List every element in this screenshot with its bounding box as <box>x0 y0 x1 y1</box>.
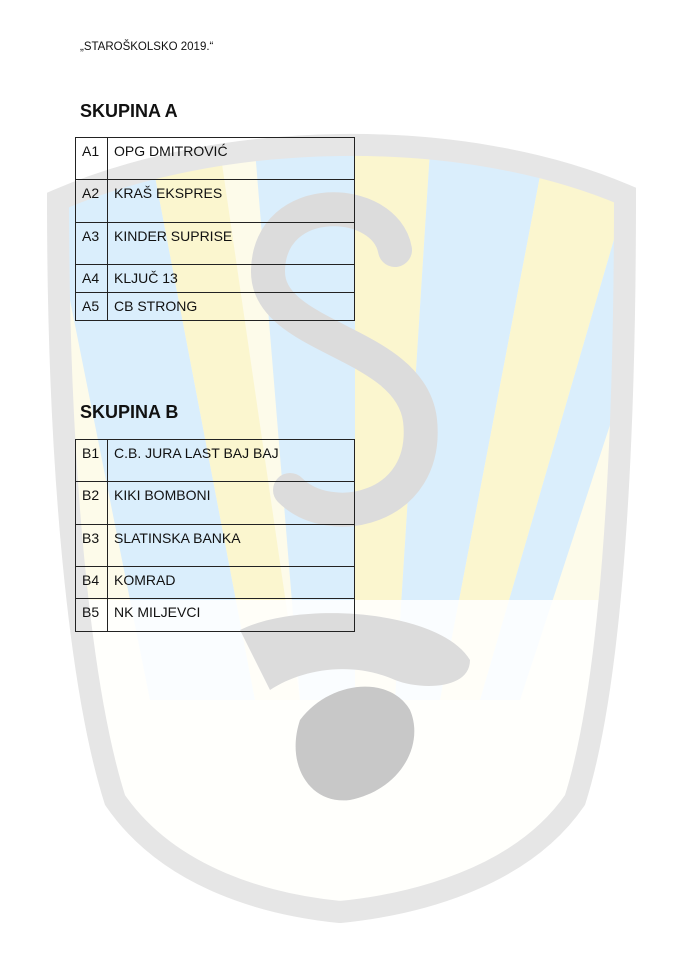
table-row: B1 C.B. JURA LAST BAJ BAJ <box>75 439 355 482</box>
table-row: B5 NK MILJEVCI <box>75 598 355 632</box>
table-row: A1 OPG DMITROVIĆ <box>75 137 355 180</box>
stripe-blue-4 <box>480 150 625 700</box>
group-b-table: B1 C.B. JURA LAST BAJ BAJ B2 KIKI BOMBON… <box>75 439 355 632</box>
team-name: KOMRAD <box>107 566 355 599</box>
group-a-table: A1 OPG DMITROVIĆ A2 KRAŠ EKSPRES A3 KIND… <box>75 137 355 321</box>
stripe-blue-3 <box>395 150 545 700</box>
team-name: KIKI BOMBONI <box>107 481 355 525</box>
team-name: KRAŠ EKSPRES <box>107 179 355 223</box>
stripe-yellow-3 <box>440 150 625 700</box>
ball-top-patch <box>240 613 470 690</box>
team-name: KLJUČ 13 <box>107 264 355 293</box>
shield-outline <box>46 133 637 924</box>
table-row: B3 SLATINSKA BANKA <box>75 524 355 567</box>
team-code: A3 <box>75 222 108 265</box>
team-name: KINDER SUPRISE <box>107 222 355 265</box>
team-code: B1 <box>75 439 108 482</box>
ball-center-patch <box>295 686 415 801</box>
team-code: B4 <box>75 566 108 599</box>
document-header-title: „STAROŠKOLSKO 2019.“ <box>80 41 214 53</box>
team-code: A1 <box>75 137 108 180</box>
table-row: B2 KIKI BOMBONI <box>75 481 355 525</box>
team-code: B2 <box>75 481 108 525</box>
team-code: A5 <box>75 292 108 321</box>
team-name: SLATINSKA BANKA <box>107 524 355 567</box>
team-code: B5 <box>75 598 108 632</box>
table-row: A4 KLJUČ 13 <box>75 264 355 293</box>
team-name: CB STRONG <box>107 292 355 321</box>
table-row: B4 KOMRAD <box>75 566 355 599</box>
team-name: C.B. JURA LAST BAJ BAJ <box>107 439 355 482</box>
team-code: A2 <box>75 179 108 223</box>
table-row: A3 KINDER SUPRISE <box>75 222 355 265</box>
team-name: NK MILJEVCI <box>107 598 355 632</box>
table-row: A2 KRAŠ EKSPRES <box>75 179 355 223</box>
group-a-heading: SKUPINA A <box>80 101 178 121</box>
table-row: A5 CB STRONG <box>75 292 355 321</box>
team-name: OPG DMITROVIĆ <box>107 137 355 180</box>
team-code: A4 <box>75 264 108 293</box>
team-code: B3 <box>75 524 108 567</box>
group-b-heading: SKUPINA B <box>80 402 179 422</box>
stripe-yellow-2 <box>355 150 430 700</box>
